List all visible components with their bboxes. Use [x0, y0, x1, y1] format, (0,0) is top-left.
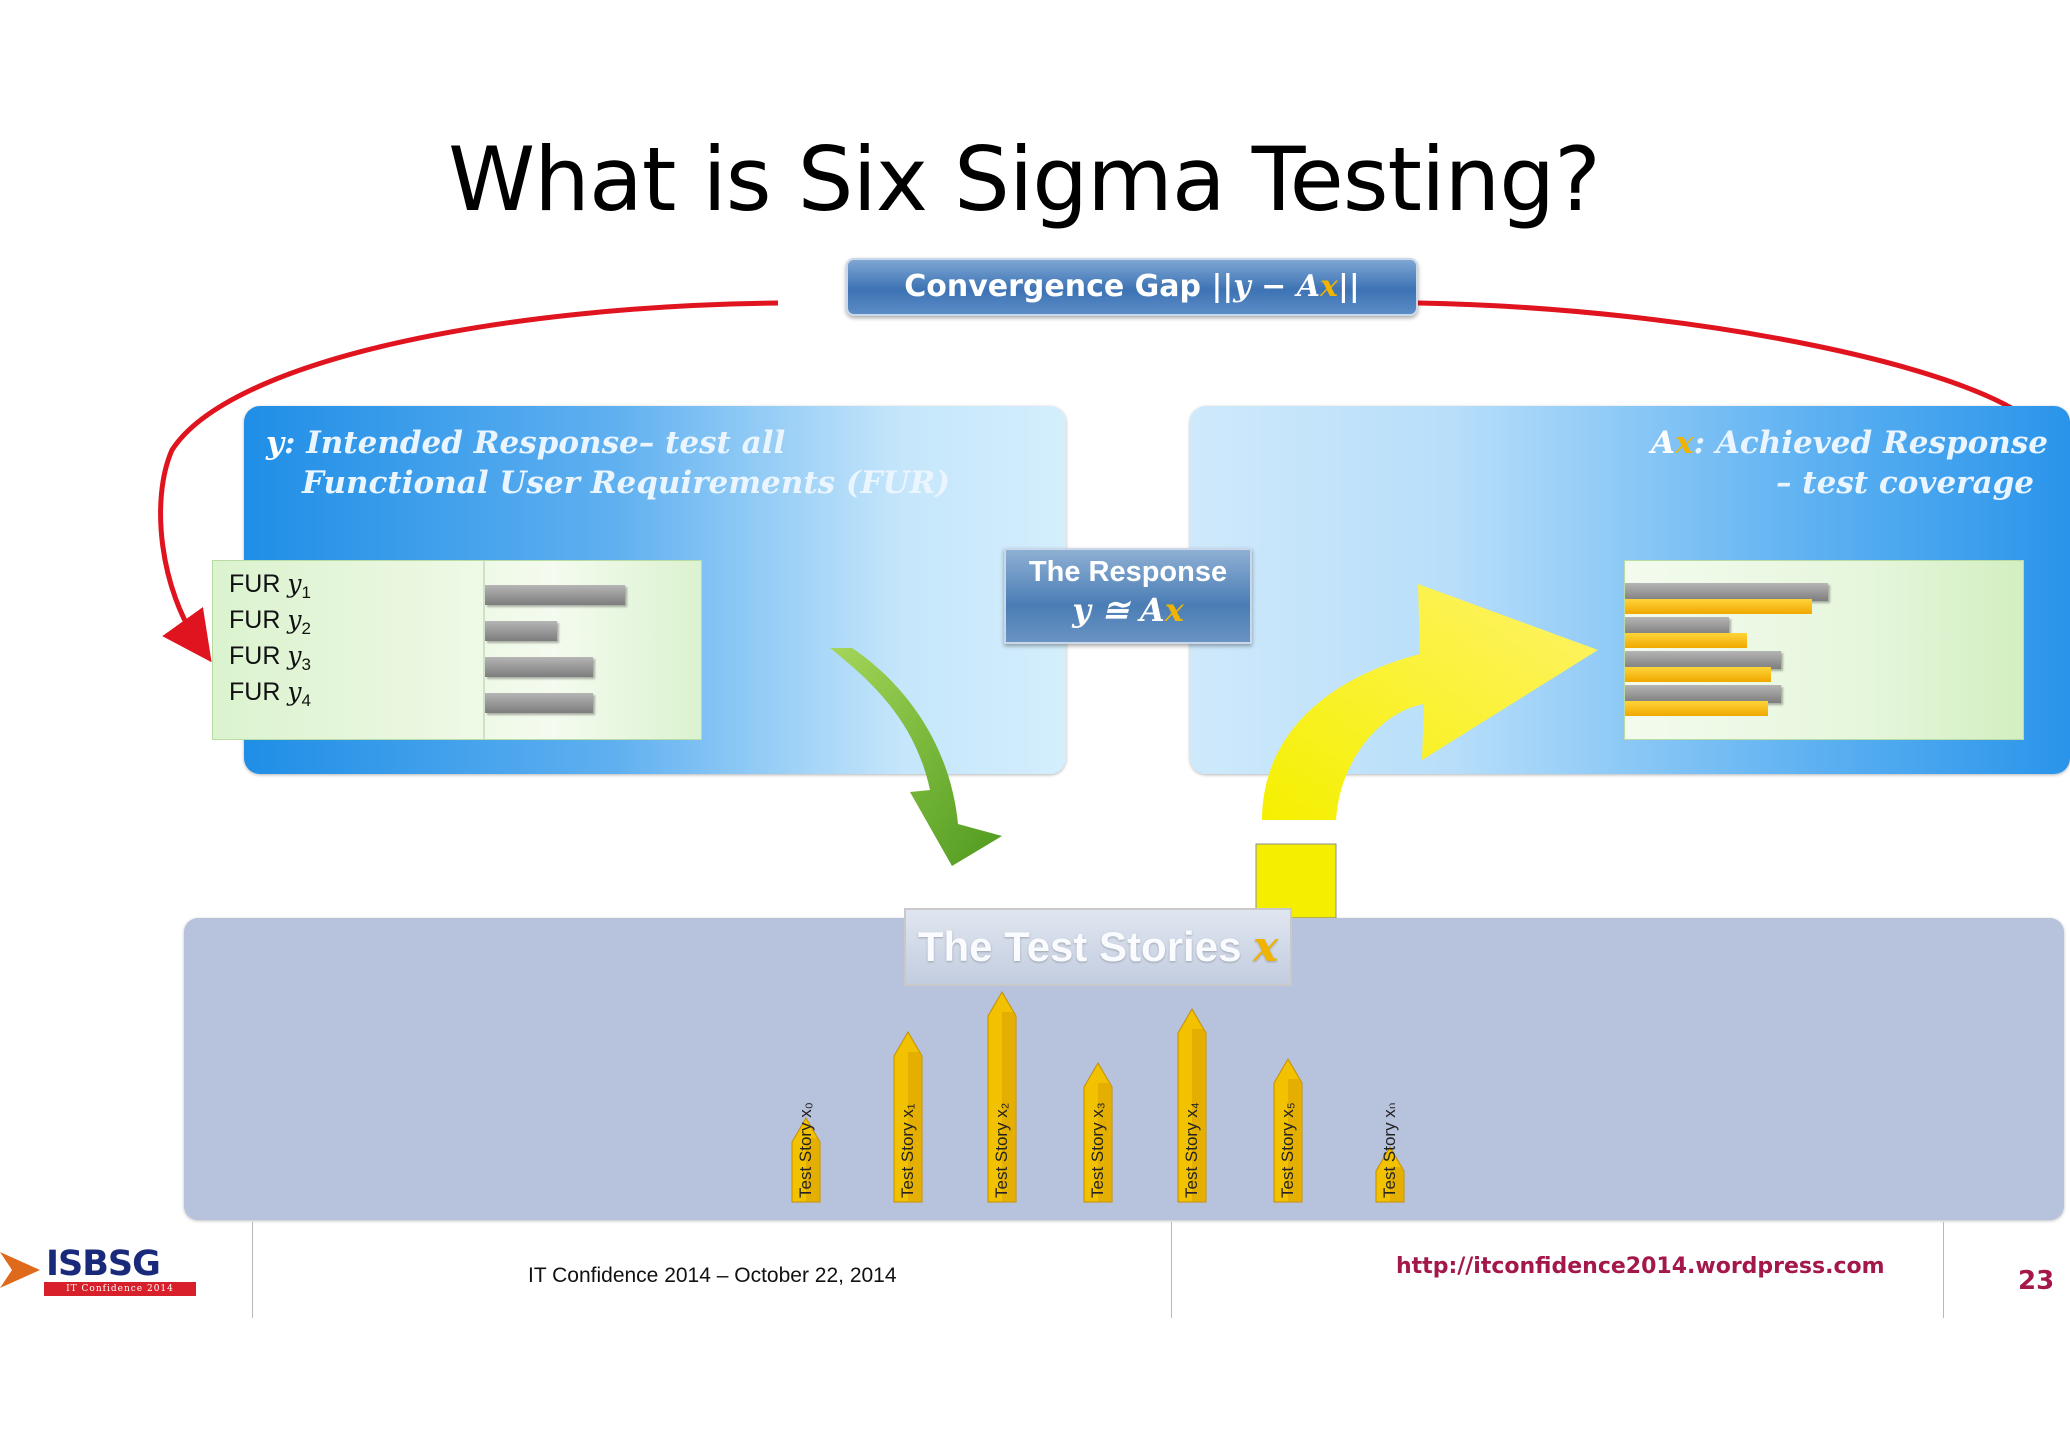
achieved-bar [1625, 701, 1768, 716]
target-bar [1625, 617, 1729, 635]
convergence-gap-label: Convergence Gap [904, 269, 1202, 304]
fur-label: FUR y4 [229, 677, 311, 710]
convergence-gap-box: Convergence Gap ||y − Ax|| [846, 258, 1418, 316]
achieved-bar [1625, 633, 1748, 648]
page-number: 23 [2018, 1266, 2055, 1296]
footer-divider [1171, 1222, 1172, 1318]
isbsg-logo-band: IT Confidence 2014 [44, 1282, 196, 1296]
test-story-label: Test Story xₙ [1380, 1102, 1399, 1198]
test-story-label: Test Story x₀ [796, 1102, 815, 1198]
pencil-icon [987, 991, 1017, 1203]
eq-approx-sign: ≅ [1090, 591, 1140, 629]
fur-label: FUR y3 [229, 641, 311, 674]
response-box: The Response y ≅ Ax [1004, 548, 1252, 644]
achieved-bar [1625, 599, 1813, 614]
test-story-bar: Test Story x₀ [791, 1102, 821, 1203]
test-story-bar: Test Story xₙ [1375, 1102, 1405, 1203]
test-stories-title-box: The Test Stories x [904, 908, 1292, 986]
fur-label: FUR y2 [229, 605, 311, 638]
achieved-response-title: Ax: Achieved Response [1488, 422, 2048, 464]
fur-bar [485, 693, 593, 713]
fur-label: FUR y1 [229, 569, 311, 602]
var-x: x [1320, 269, 1338, 304]
test-story-label: Test Story x₃ [1088, 1102, 1107, 1198]
target-bar [1625, 583, 1828, 601]
test-story-label: Test Story x₂ [992, 1102, 1011, 1198]
fur-divider [483, 561, 485, 739]
test-story-label: Test Story x₄ [1182, 1102, 1201, 1198]
test-story-bar: Test Story x₅ [1273, 1058, 1303, 1203]
target-bar [1625, 685, 1781, 703]
norm-open: || [1211, 269, 1234, 304]
pencil-icon [1375, 1146, 1405, 1203]
test-story-bar: Test Story x₂ [987, 991, 1017, 1203]
pencil-icon [893, 1031, 923, 1203]
pencil-icon [1083, 1062, 1113, 1203]
achieved-response-subtitle: – test coverage [1775, 465, 2034, 501]
slide-title: What is Six Sigma Testing? [448, 128, 1601, 231]
var-y: y [1233, 269, 1251, 304]
test-stories-var-x: x [1253, 922, 1279, 971]
test-story-label: Test Story x₁ [898, 1103, 917, 1198]
response-title: The Response [1028, 556, 1228, 588]
footer-divider [1943, 1222, 1944, 1318]
eq-var-a: A [1139, 591, 1165, 629]
minus-sign: − [1250, 269, 1297, 304]
achieved-bar [1625, 667, 1771, 682]
test-stories-title: The Test Stories x [917, 922, 1279, 971]
pencil-icon [1273, 1058, 1303, 1203]
test-story-bar: Test Story x₃ [1083, 1062, 1113, 1203]
fur-bar [485, 621, 557, 641]
fur-bar [485, 585, 626, 605]
test-story-bar: Test Story x₄ [1177, 1008, 1207, 1203]
achieved-title-text: : Achieved Response [1693, 425, 2048, 461]
logo-arrow-icon [0, 1252, 40, 1288]
pencil-icon [1177, 1008, 1207, 1203]
response-equation: y ≅ Ax [1006, 591, 1250, 629]
intended-response-title: y: Intended Response– test all [266, 422, 785, 464]
isbsg-logo: ISBSG [46, 1244, 161, 1284]
yellow-arrow-icon [1262, 584, 1598, 820]
test-stories-title-text: The Test Stories [917, 923, 1242, 970]
fur-bar [485, 657, 593, 677]
yellow-arrow-stem [1255, 843, 1337, 919]
target-bar [1625, 651, 1781, 669]
test-story-bar: Test Story x₁ [893, 1031, 923, 1203]
left-feedback-arrow [158, 300, 779, 663]
footer-conference: IT Confidence 2014 – October 22, 2014 [528, 1264, 897, 1287]
intended-title-text: : Intended Response– test all [284, 425, 786, 461]
coverage-chart [1624, 560, 2024, 740]
title-var-a: A [1651, 425, 1676, 461]
pencil-icon [791, 1117, 821, 1203]
var-a: A [1296, 269, 1321, 304]
footer-url-link[interactable]: http://itconfidence2014.wordpress.com [1396, 1254, 1885, 1279]
test-story-label: Test Story x₅ [1278, 1102, 1297, 1198]
convergence-gap-expression: ||y − Ax|| [1211, 269, 1359, 304]
norm-close: || [1337, 269, 1360, 304]
eq-var-y: y [1072, 591, 1091, 629]
intended-response-subtitle: Functional User Requirements (FUR) [302, 465, 951, 501]
title-var-y: y [266, 425, 285, 461]
green-arrow-icon [830, 648, 1002, 866]
title-var-x: x [1675, 425, 1694, 461]
eq-var-x: x [1164, 591, 1184, 629]
footer-divider [252, 1222, 253, 1318]
